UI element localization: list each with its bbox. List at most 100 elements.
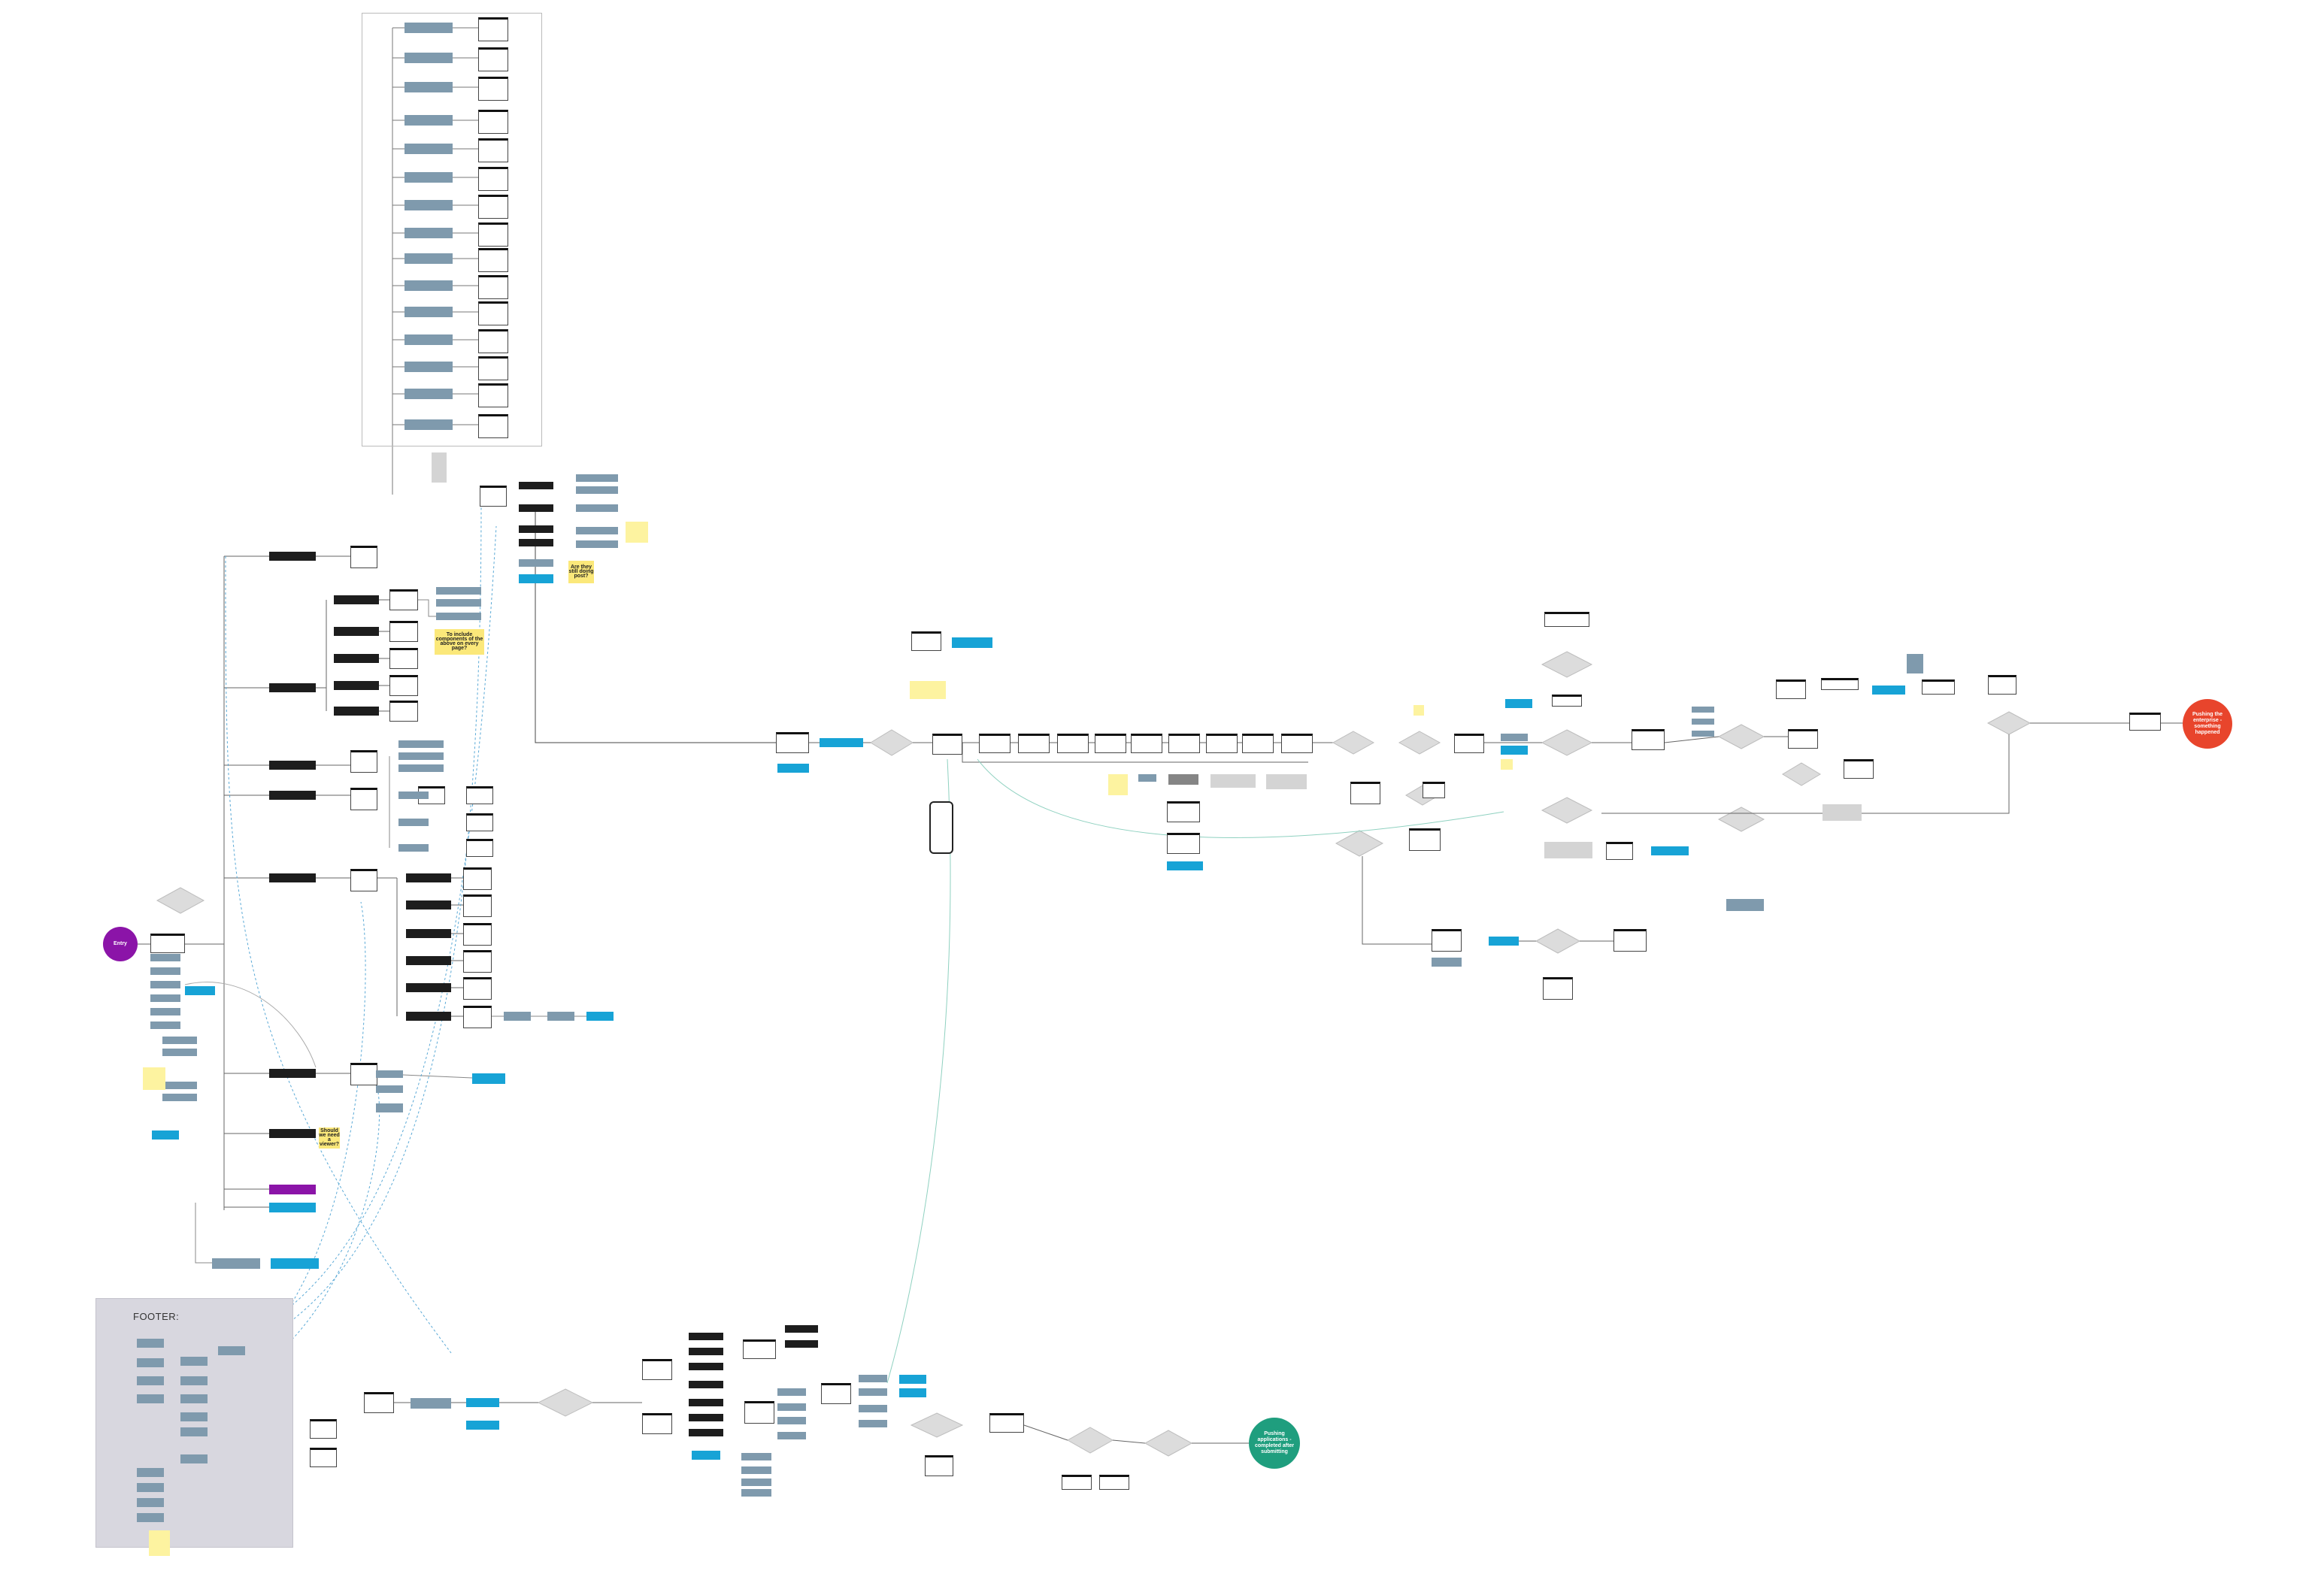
block-card-3[interactable]	[466, 813, 493, 831]
main-decision-1[interactable]	[870, 729, 914, 756]
bottom-cta-3[interactable]	[692, 1451, 720, 1460]
main-step-7[interactable]	[1206, 734, 1238, 753]
sitemap-page-3[interactable]	[478, 77, 508, 101]
bottom-black-right-2[interactable]	[785, 1340, 818, 1348]
bottom-slate-b-3[interactable]	[859, 1405, 887, 1412]
link-slate-2[interactable]	[398, 752, 444, 760]
bottom-slate-4[interactable]	[777, 1432, 806, 1439]
sub-nav-page-1[interactable]	[389, 589, 418, 610]
sub-link-a[interactable]	[504, 1012, 531, 1021]
bottom-card-4[interactable]	[743, 1339, 776, 1359]
sub-nav-page-2[interactable]	[389, 621, 418, 642]
sub-nav-page-5[interactable]	[389, 701, 418, 722]
entry-link-2[interactable]	[150, 967, 180, 975]
sub-sub-item-2[interactable]	[436, 599, 481, 607]
bottom-card-6[interactable]	[821, 1383, 851, 1404]
sitemap-page-8[interactable]	[478, 222, 508, 247]
footer-sub-link-5[interactable]	[180, 1427, 208, 1436]
footer-sub-link-3[interactable]	[180, 1394, 208, 1403]
sitemap-page-4[interactable]	[478, 110, 508, 134]
main-decision-10[interactable]	[1986, 711, 2032, 735]
main-decision-3[interactable]	[1398, 731, 1441, 755]
main-card-top2[interactable]	[1544, 612, 1589, 627]
entry-card[interactable]	[150, 934, 185, 953]
sub-sub-item-1[interactable]	[436, 587, 481, 595]
main-card-top[interactable]	[911, 631, 941, 651]
sitemap-item-3[interactable]	[405, 82, 453, 92]
bottom-decision-4[interactable]	[1144, 1430, 1193, 1457]
nav-item-5[interactable]	[269, 873, 316, 882]
sub-nav-page-3[interactable]	[389, 648, 418, 669]
nav-item-blue[interactable]	[269, 1203, 316, 1212]
sub-sub-item-3[interactable]	[436, 613, 481, 620]
sub-nav-item-1[interactable]	[334, 595, 379, 604]
main-flow-cta[interactable]	[820, 738, 863, 747]
main-cta-6[interactable]	[1167, 861, 1203, 870]
sitemap-item-12[interactable]	[405, 334, 453, 345]
bottom-blue-2[interactable]	[899, 1388, 926, 1397]
nav-item-3[interactable]	[269, 761, 316, 770]
nav-item-1[interactable]	[269, 552, 316, 561]
section-page-3[interactable]	[463, 923, 492, 946]
nav-item-7[interactable]	[269, 1129, 316, 1138]
sitemap-page-10[interactable]	[478, 275, 508, 299]
top-center-link-3[interactable]	[576, 504, 618, 512]
sitemap-page-11[interactable]	[478, 301, 508, 325]
footer-sub-link-2[interactable]	[180, 1376, 208, 1385]
main-grey-3[interactable]	[1168, 774, 1198, 785]
sitemap-item-2[interactable]	[405, 53, 453, 63]
bottom-card-5[interactable]	[744, 1401, 774, 1424]
sitemap-item-10[interactable]	[405, 280, 453, 291]
end-node-orange[interactable]: Pushing the enterprise - something happe…	[2183, 699, 2232, 749]
main-card-6[interactable]	[1788, 729, 1818, 749]
nav-page-2[interactable]	[350, 750, 377, 773]
top-center-item-1[interactable]	[519, 482, 553, 489]
top-center-item-4[interactable]	[519, 539, 553, 546]
bottom-slate-b-4[interactable]	[859, 1420, 887, 1427]
nav-page-3[interactable]	[350, 788, 377, 810]
top-center-item-3[interactable]	[519, 525, 553, 533]
bottom-slate-1[interactable]	[777, 1388, 806, 1396]
main-card-16[interactable]	[1167, 801, 1200, 822]
bottom-slate-2[interactable]	[777, 1403, 806, 1411]
entry-slate-1[interactable]	[162, 1037, 197, 1044]
main-card-11[interactable]	[1988, 675, 2016, 695]
main-slate-3[interactable]	[1138, 774, 1156, 782]
sitemap-page-15[interactable]	[478, 414, 508, 438]
nav-page-5[interactable]	[350, 1063, 377, 1085]
main-card-12[interactable]	[2129, 713, 2161, 731]
top-center-cta[interactable]	[519, 574, 553, 583]
footer-connector-label[interactable]	[212, 1258, 260, 1269]
main-branch-2[interactable]	[1692, 719, 1714, 725]
main-decision-7[interactable]	[1717, 724, 1765, 749]
main-step-1[interactable]	[979, 734, 1011, 753]
section-item-1[interactable]	[406, 873, 451, 882]
main-slate-1[interactable]	[1501, 734, 1528, 741]
footer-connector-cta[interactable]	[271, 1258, 319, 1269]
link-slate-3[interactable]	[398, 764, 444, 772]
sitemap-item-13[interactable]	[405, 362, 453, 372]
main-card-13[interactable]	[1350, 782, 1380, 804]
sitemap-page-6[interactable]	[478, 167, 508, 191]
sitemap-page-12[interactable]	[478, 329, 508, 353]
main-step-4[interactable]	[1095, 734, 1126, 753]
entry-link-1[interactable]	[150, 954, 180, 961]
sub-nav-item-5[interactable]	[334, 707, 379, 716]
sub-link-b[interactable]	[547, 1012, 574, 1021]
bottom-slate-c-3[interactable]	[741, 1479, 771, 1486]
sub-nav-item-2[interactable]	[334, 627, 379, 636]
nav-item-purple[interactable]	[269, 1185, 316, 1194]
top-center-link-5[interactable]	[576, 540, 618, 548]
top-center-link-4[interactable]	[576, 527, 618, 534]
sub-nav-item-4[interactable]	[334, 681, 379, 690]
footer-link-4[interactable]	[137, 1394, 164, 1403]
end-node-green[interactable]: Pushing applications - completed after s…	[1249, 1418, 1300, 1469]
main-card-2[interactable]	[1454, 734, 1484, 753]
nav-item-6[interactable]	[269, 1069, 316, 1078]
main-flow-cta-b[interactable]	[777, 764, 809, 773]
bottom-blue-1[interactable]	[899, 1375, 926, 1384]
main-flow-card-start[interactable]	[776, 732, 809, 753]
bottom-flow-card-1[interactable]	[364, 1392, 394, 1413]
main-step-2[interactable]	[1018, 734, 1050, 753]
entry-cta[interactable]	[185, 986, 215, 995]
